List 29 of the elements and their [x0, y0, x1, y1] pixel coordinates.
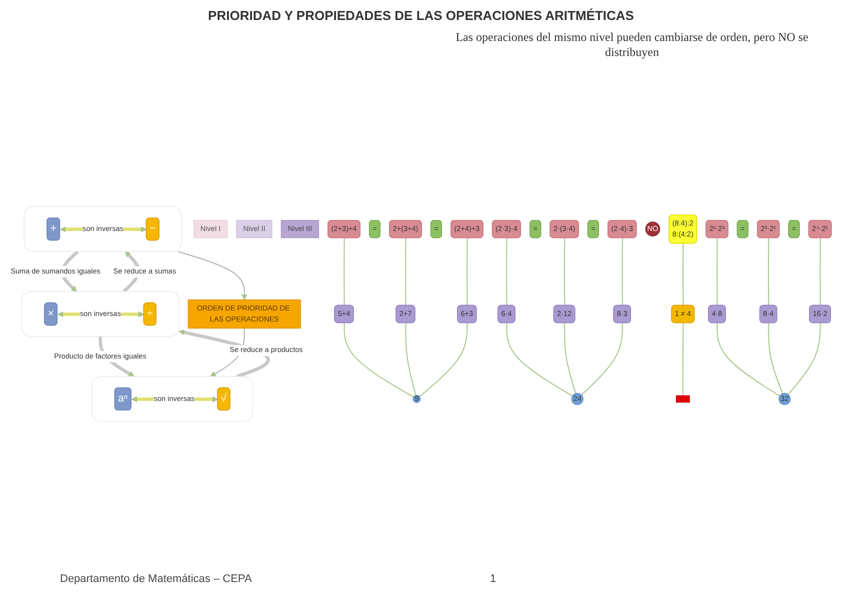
note-text: Las operaciones del mismo nivel pueden cambiarse de orden, pero NO se distribuyen [454, 30, 810, 60]
connector [716, 322, 780, 396]
title: PRIORIDAD Y PROPIEDADES DE LAS OPERACIONES ARITMÉTICAS [207, 8, 635, 23]
connector [682, 322, 684, 396]
connector [682, 243, 684, 306]
page-number: 1 [490, 573, 496, 585]
connector [768, 322, 784, 394]
connector [622, 238, 623, 306]
connector [344, 238, 345, 306]
cluster [24, 206, 182, 252]
connector [788, 322, 821, 396]
node-box [676, 395, 690, 403]
cluster [92, 376, 254, 422]
connector [405, 322, 416, 396]
connector [564, 322, 576, 394]
connector [506, 238, 508, 306]
connector [716, 238, 718, 306]
footer-text: Departamento de Matemáticas – CEPA [60, 573, 252, 585]
connector [506, 322, 573, 397]
connector [344, 322, 414, 398]
arrow [177, 251, 248, 300]
connector [466, 238, 468, 306]
connector [564, 238, 566, 306]
connector [768, 238, 770, 306]
connector [581, 322, 623, 396]
connector [405, 238, 406, 306]
connector [419, 322, 468, 398]
cluster [21, 291, 180, 337]
connector [820, 238, 821, 306]
